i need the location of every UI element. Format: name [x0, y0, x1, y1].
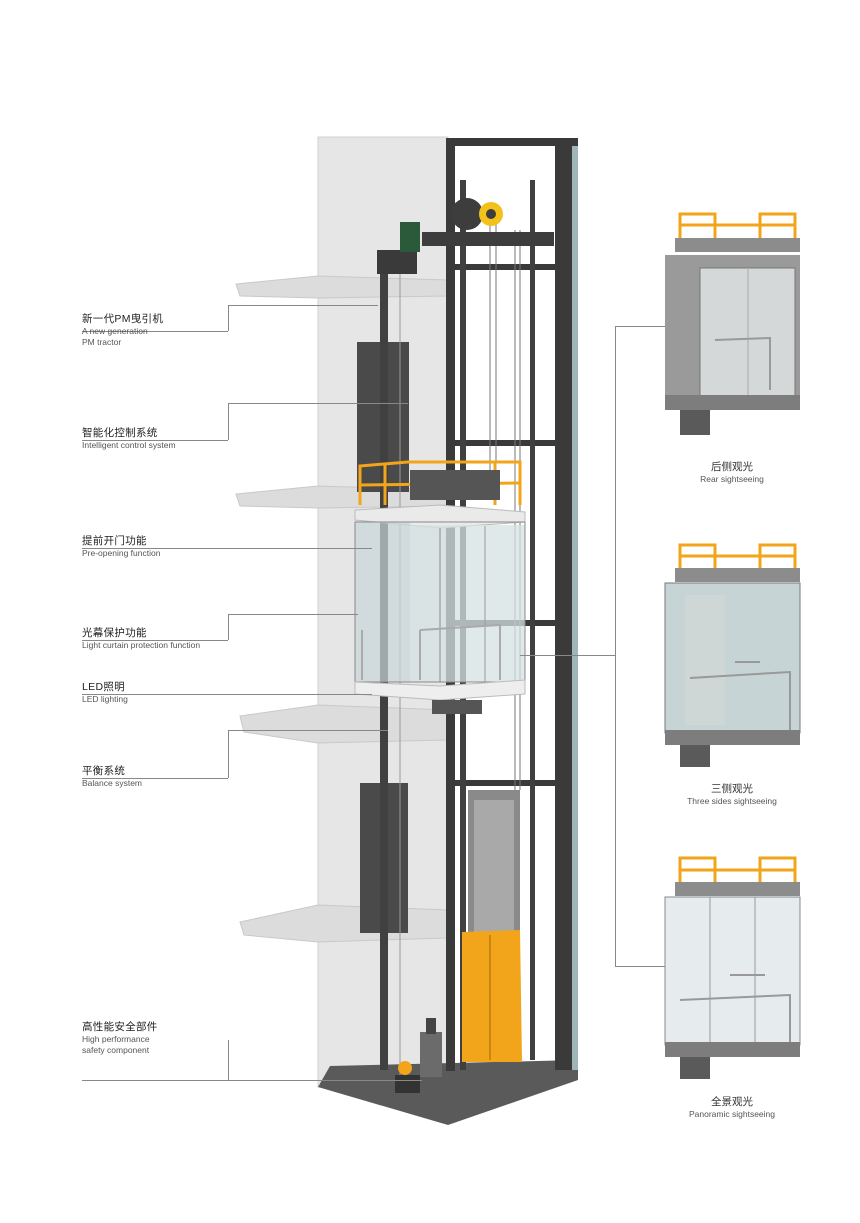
caption-rear-zh: 后侧观光 [711, 461, 753, 473]
callout-balance-en: Balance system [82, 778, 142, 788]
caption-three-sides-en: Three sides sightseeing [687, 796, 777, 806]
guide-rail-3 [530, 180, 535, 1060]
caption-panoramic-en: Panoramic sightseeing [689, 1109, 775, 1119]
callout-lightcurtain-en: Light curtain protection function [82, 640, 201, 650]
car-glass-front [410, 525, 525, 682]
caption-panoramic: 全景观光 Panoramic sightseeing [652, 1096, 812, 1120]
pit-base [318, 1060, 578, 1125]
callout-preopening: 提前开门功能 Pre-opening function [82, 535, 160, 559]
callout-tractor: 新一代PM曳引机 A new generation PM tractor [82, 313, 163, 348]
floor-slab-4 [239, 904, 449, 943]
callout-led-en: LED lighting [82, 694, 128, 704]
buffer-yellow [462, 930, 522, 1062]
callout-safety-en-1: High performance [82, 1034, 150, 1044]
callout-preopening-en: Pre-opening function [82, 548, 161, 558]
safety-gear [420, 1032, 442, 1077]
callout-tractor-en-1: A new generation [82, 326, 148, 336]
callout-led: LED照明 LED lighting [82, 681, 128, 705]
callout-tractor-en-2: PM tractor [82, 337, 122, 347]
callout-safety-zh: 高性能安全部件 [82, 1021, 158, 1033]
callout-tractor-zh: 新一代PM曳引机 [82, 313, 164, 325]
callout-control-zh: 智能化控制系统 [82, 427, 158, 439]
floor-slab-1 [235, 275, 449, 299]
callout-control: 智能化控制系统 Intelligent control system [82, 427, 176, 451]
callout-led-zh: LED照明 [82, 681, 125, 693]
car-glass-side [355, 522, 410, 682]
callout-preopening-zh: 提前开门功能 [82, 535, 147, 547]
callout-balance: 平衡系统 Balance system [82, 765, 142, 789]
callout-safety: 高性能安全部件 High performance safety componen… [82, 1021, 158, 1056]
caption-panoramic-zh: 全景观光 [711, 1096, 753, 1108]
callout-safety-en-2: safety component [82, 1045, 150, 1055]
caption-three-sides-zh: 三侧观光 [711, 783, 753, 795]
traction-machine [451, 198, 483, 230]
caption-rear-en: Rear sightseeing [700, 474, 764, 484]
machine-beam [422, 232, 554, 246]
callout-control-en: Intelligent control system [82, 440, 176, 450]
frame-top-beam [446, 138, 578, 146]
caption-three-sides: 三侧观光 Three sides sightseeing [652, 783, 812, 807]
callout-balance-zh: 平衡系统 [82, 765, 126, 777]
frame-column-right [555, 140, 577, 1070]
callout-lightcurtain-zh: 光幕保护功能 [82, 627, 147, 639]
control-cabinet [377, 250, 417, 274]
caption-rear: 后侧观光 Rear sightseeing [652, 461, 812, 485]
floor-slab-3 [239, 704, 449, 744]
callout-lightcurtain: 光幕保护功能 Light curtain protection function [82, 627, 200, 651]
